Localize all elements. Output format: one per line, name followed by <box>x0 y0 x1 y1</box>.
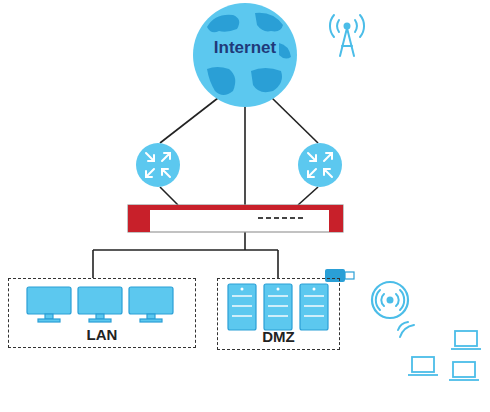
continent-shape <box>251 68 282 92</box>
router-icon <box>298 143 342 187</box>
lan-zone: LAN <box>8 278 196 348</box>
node-label: Internet <box>214 38 276 58</box>
server-rack <box>228 284 328 330</box>
node-label: LAN <box>87 326 118 343</box>
router-icon <box>136 143 180 187</box>
node-label: DMZ <box>262 328 295 345</box>
continent-shape <box>279 43 291 59</box>
firewall-device <box>128 205 343 232</box>
internet-globe: Internet <box>193 3 297 107</box>
laptop-icon <box>408 331 481 380</box>
access-point <box>372 282 414 337</box>
continent-shape <box>207 15 239 33</box>
dmz-zone: DMZ <box>217 278 340 350</box>
continent-shape <box>207 67 235 95</box>
desktop-icon <box>27 287 173 322</box>
antenna-icon <box>330 15 364 56</box>
continent-shape <box>255 13 283 32</box>
